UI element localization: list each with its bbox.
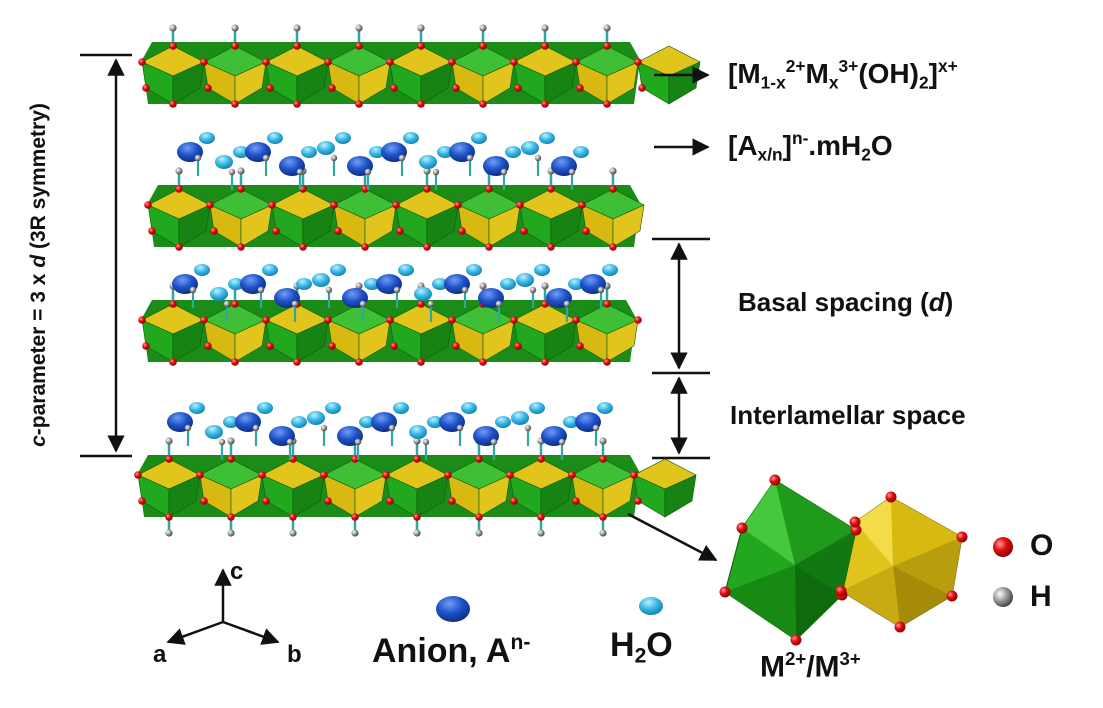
basal-spacing-bracket	[652, 237, 710, 375]
axis-b-label: b	[287, 641, 302, 668]
water-legend-glyph	[639, 597, 663, 615]
interlayer-formula: [Ax/n]n-.mH2O	[728, 128, 893, 165]
hydroxide-layer-formula: [M1-x2+Mx3+(OH)2]x+	[728, 56, 958, 93]
hydroxide-layers	[134, 24, 701, 537]
interlayer-gallery-3	[167, 402, 613, 460]
hydroxide-layer-4	[134, 437, 697, 537]
oxygen-legend-glyph	[993, 537, 1013, 557]
hydroxide-layer-2	[144, 167, 645, 251]
c-parameter-bracket	[80, 53, 132, 458]
basal-spacing-label: Basal spacing (d)	[738, 287, 954, 317]
interlayer-galleries	[167, 132, 618, 460]
water-legend-label: H2O	[610, 626, 673, 668]
hydroxide-layer-1	[138, 24, 701, 108]
anion-legend-glyph	[436, 596, 470, 622]
interlayer-gallery-2	[172, 264, 618, 322]
axis-c-label: c	[230, 558, 244, 585]
interlayer-gallery-1	[177, 132, 589, 190]
interlamellar-label: Interlamellar space	[730, 400, 966, 430]
octahedra-detail	[719, 474, 968, 646]
interlamellar-bracket	[652, 376, 710, 460]
oxygen-legend-label: O	[1030, 529, 1054, 562]
hydrogen-legend-label: H	[1030, 580, 1052, 613]
axes-triad	[166, 568, 280, 645]
octahedra-label: M2+/M3+	[760, 648, 861, 684]
axis-a-label: a	[153, 641, 167, 668]
pointer-arrows	[627, 66, 718, 562]
hydroxide-layer-3	[138, 282, 642, 366]
anion-legend-label: Anion, An-	[372, 631, 531, 671]
c-parameter-label: c-parameter = 3 x d (3R symmetry)	[27, 103, 50, 447]
hydrogen-legend-glyph	[993, 587, 1013, 607]
